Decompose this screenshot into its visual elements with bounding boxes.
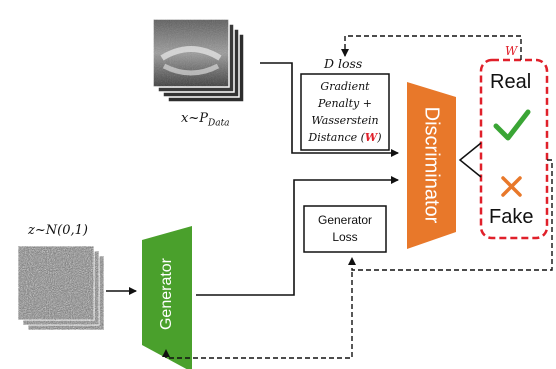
d-loss-box [300,73,390,151]
generator-loss-line-2: Loss [332,230,358,244]
d-loss-line-2: Penalty + [318,97,372,110]
d-loss-line-1: Gradient [320,80,370,93]
noise-image-stack [17,245,105,331]
generator-loss-text: Generator Loss [304,212,386,246]
output-box [479,58,549,240]
d-loss-text: Gradient Penalty + Wasserstein Distance … [301,78,389,146]
data-label-sub: Data [207,118,230,129]
d-loss-line-4: Distance (W) [301,129,389,146]
fake-label: Fake [489,206,534,228]
generator-to-discriminator-arrow [196,176,399,296]
cross-icon [501,176,522,197]
real-label: Real [490,71,532,93]
generator-loss-box [303,205,387,253]
d-loss-line-3: Wasserstein [311,114,379,127]
generator-feedback-arrow [162,272,353,359]
generator-loss-line-1: Generator [317,213,373,227]
generator-loss-feedback-arrow [348,159,553,271]
data-label-main: x~P [181,111,208,126]
d-loss-feedback-arrow [341,35,522,60]
discriminator-block [407,82,456,249]
data-image-stack [152,18,245,103]
data-to-discriminator-arrow [260,62,399,157]
d-loss-w-symbol: W [364,131,378,144]
d-loss-line-4-text: Distance ( [308,131,365,144]
data-distribution-label: x~PData [181,111,230,129]
generator-label: Generator [158,257,175,331]
noise-distribution-label: z~N(0,1) [28,223,88,238]
discriminator-label: Discriminator [420,106,443,224]
output-bracket [458,142,482,178]
d-loss-line-4-end: ) [377,131,382,144]
generator-block [142,226,192,369]
check-icon [493,109,531,141]
output-w-label: W [505,44,518,58]
d-loss-title: D loss [324,56,363,71]
